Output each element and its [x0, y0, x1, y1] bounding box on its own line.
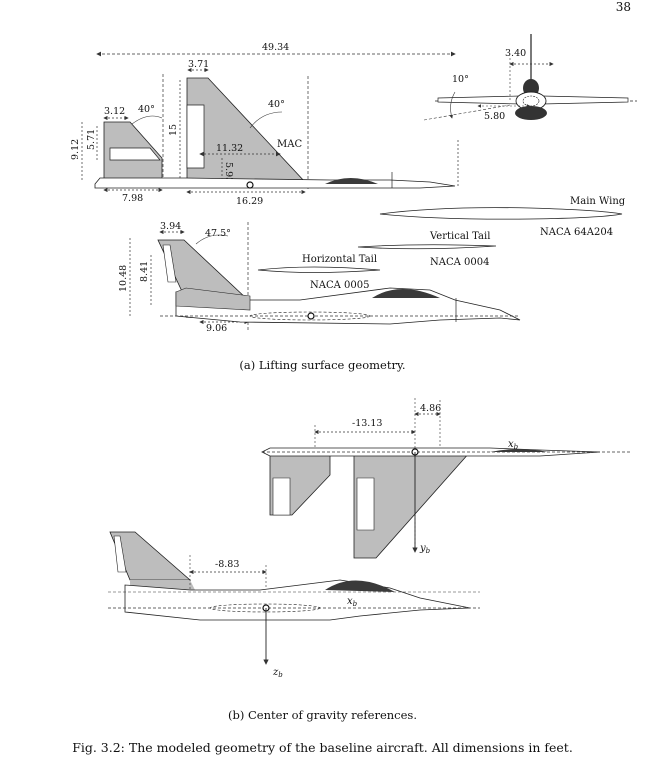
cg-side	[307, 312, 315, 320]
figure-caption: Fig. 3.2: The modeled geometry of the ba…	[72, 740, 573, 755]
dim-wing-semispan: 15	[168, 124, 179, 136]
dim-front-span: 5.80	[484, 111, 505, 122]
main-wing-profile: NACA 64A204	[540, 227, 613, 238]
cg-marker	[246, 181, 254, 189]
fuselage-planform	[94, 177, 456, 189]
cg-side-view: -8.83 zb xb	[108, 531, 480, 679]
vertical-tail-name: Vertical Tail	[429, 231, 490, 242]
flap	[186, 104, 205, 169]
cg-planform-view: -13.13 4.86 yb xb	[261, 398, 630, 559]
mac-label: MAC	[277, 139, 302, 150]
dim-cg-tail: -13.13	[352, 418, 382, 429]
dim-wing-tip: 3.71	[188, 59, 209, 70]
cg-canopy-side	[325, 580, 395, 592]
main-wing-airfoil	[379, 207, 623, 220]
dim-dihedral: 10°	[452, 74, 469, 85]
side-view: 3.94 47.5° 10.48 8.41 9.06	[118, 221, 521, 334]
main-wing-name: Main Wing	[570, 196, 626, 207]
main-wing-planform	[186, 77, 306, 183]
horizontal-tail-airfoil	[257, 266, 381, 273]
horizontal-tail-name: Horizontal Tail	[302, 254, 377, 265]
axis-xb-label: xb	[508, 439, 519, 451]
dim-ht-root: 5.71	[86, 129, 97, 150]
dim-cg-nose: 4.86	[420, 403, 441, 414]
dim-vt-tip: 3.94	[160, 221, 181, 232]
page-number: 38	[615, 0, 631, 14]
dim-span-total: 49.34	[262, 42, 289, 53]
dim-cg-side: -8.83	[215, 559, 239, 570]
dim-ht-tip: 3.12	[104, 106, 125, 117]
dim-vt-span: 8.41	[139, 261, 150, 282]
dim-mac-offset: 5.93	[223, 162, 234, 183]
airfoil-sections: Main Wing NACA 64A204 Vertical Tail NACA…	[257, 196, 626, 291]
dim-front-tip: 3.40	[505, 48, 526, 59]
dim-ht-span: 7.98	[122, 193, 143, 204]
planform-view: 49.34 3.12 40° 9.12 5.71 7.98 3.71 15 40…	[70, 42, 459, 207]
subcaption-a: (a) Lifting surface geometry.	[239, 358, 406, 372]
elevator	[109, 147, 161, 161]
dim-wing-half: 16.29	[236, 196, 263, 207]
axis-yb-label: yb	[419, 543, 431, 555]
axis-xb2-label: xb	[347, 596, 358, 608]
dim-ht-height: 9.12	[70, 139, 81, 160]
front-view: 3.40 10° 5.80	[423, 34, 637, 122]
rudder	[162, 244, 177, 283]
front-intake	[515, 106, 547, 120]
axis-zb-label: zb	[272, 667, 283, 679]
dim-ht-sweep: 40°	[138, 104, 155, 115]
dim-vt-offset: 9.06	[206, 323, 227, 334]
dim-wing-sweep: 40°	[268, 99, 285, 110]
vertical-tail-airfoil	[357, 244, 497, 250]
subcaption-b: (b) Center of gravity references.	[228, 708, 417, 722]
vertical-tail-profile: NACA 0004	[430, 257, 489, 268]
canopy-planform	[325, 178, 378, 184]
canopy-side	[372, 289, 440, 298]
dim-vt-sweep: 47.5°	[205, 228, 231, 239]
dim-mac-length: 11.32	[216, 143, 243, 154]
horizontal-tail-profile: NACA 0005	[310, 280, 369, 291]
dim-vt-height: 10.48	[118, 265, 129, 292]
